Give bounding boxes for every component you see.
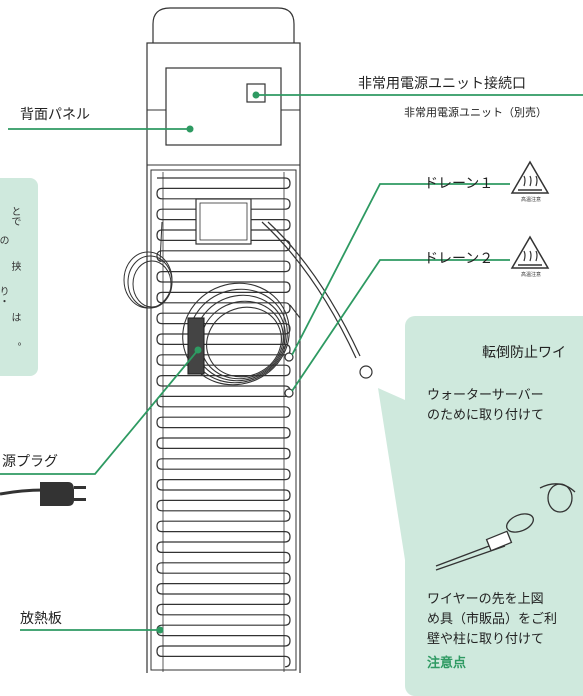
leader-power-plug xyxy=(0,349,199,475)
drain-2-outlet xyxy=(284,388,294,398)
label-drain-1: ドレーン１ xyxy=(424,176,494,192)
label-back-panel: 背面パネル xyxy=(20,107,90,123)
left-note-col-5: は xyxy=(9,312,20,322)
info-box-pointer xyxy=(378,388,405,560)
left-note-col-6: 。 xyxy=(9,342,20,352)
wire-hook-illustration xyxy=(435,483,576,571)
info-box-desc-2: のために取り付けて xyxy=(427,408,545,423)
water-server-back-diagram xyxy=(0,7,583,673)
anti-tip-wire xyxy=(261,221,373,379)
radiator-coil xyxy=(156,177,291,668)
leader-drain-2 xyxy=(291,259,510,392)
left-note-col-2: の xyxy=(0,235,8,245)
label-drain-2: ドレーン２ xyxy=(424,251,494,267)
anti-tip-info-box xyxy=(405,316,583,696)
left-note-col-4: り・ xyxy=(0,286,8,306)
hot-caution-text-2: 高温注意 xyxy=(521,272,542,278)
info-box-title: 転倒防止ワイ xyxy=(482,345,566,361)
power-plug xyxy=(0,482,86,506)
left-note-col-1: とで xyxy=(9,206,20,226)
label-emergency-port: 非常用電源ユニット接続口 xyxy=(358,76,526,92)
leader-drain-1 xyxy=(291,183,510,356)
compressor-box xyxy=(195,198,252,245)
info-box-desc-1: ウォーターサーバー xyxy=(427,388,544,403)
back-panel xyxy=(165,67,282,146)
left-note-col-3: 挟 xyxy=(9,261,20,271)
top-cap xyxy=(152,7,295,45)
info-box-caution: 注意点 xyxy=(427,656,467,671)
hot-caution-icon-1 xyxy=(510,160,550,194)
label-power-plug: 源プラグ xyxy=(2,454,58,470)
hot-caution-text-1: 高温注意 xyxy=(521,197,542,203)
coiled-wire xyxy=(123,221,173,309)
left-note-panel xyxy=(0,178,38,376)
info-box-step-2: め具（市販品）をご利 xyxy=(427,612,558,627)
coil-path xyxy=(156,177,291,668)
info-box-step-3: 壁や柱に取り付けて xyxy=(427,632,545,647)
leader-lines xyxy=(0,94,583,631)
coiled-power-cord xyxy=(182,282,301,386)
label-emergency-unit: 非常用電源ユニット（別売） xyxy=(404,106,547,119)
info-box-step-1: ワイヤーの先を上図 xyxy=(427,592,544,607)
hot-caution-icon-2 xyxy=(510,235,550,269)
drain-1-outlet xyxy=(284,352,294,362)
cabinet-body xyxy=(146,42,301,673)
radiator-frame xyxy=(150,169,297,671)
label-radiator: 放熱板 xyxy=(20,611,62,627)
